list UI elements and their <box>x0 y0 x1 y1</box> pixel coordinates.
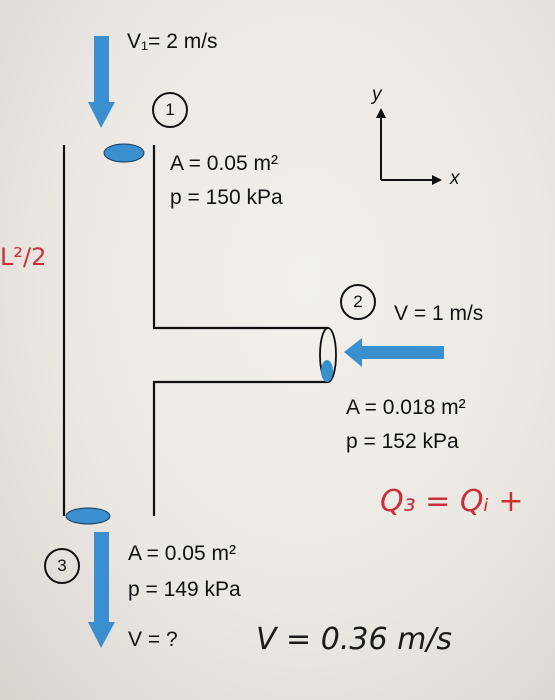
section1-pressure: p = 150 kPa <box>170 186 283 209</box>
section2-pressure: p = 152 kPa <box>346 430 459 453</box>
opening-1 <box>103 143 145 163</box>
opening-3 <box>65 507 111 525</box>
handwritten-margin-note: L²/2 <box>0 243 47 271</box>
coordinate-axes <box>376 108 442 185</box>
section3-pressure: p = 149 kPa <box>128 578 241 601</box>
section3-velocity: V = ? <box>128 628 178 651</box>
section2-number: 2 <box>340 284 376 320</box>
section1-area: A = 0.05 m² <box>170 152 278 175</box>
section3-area: A = 0.05 m² <box>128 542 236 565</box>
section1-velocity: V₁= 2 m/s <box>127 30 218 53</box>
section1-number: 1 <box>152 92 188 128</box>
opening-2 <box>319 327 337 383</box>
outlet-arrow-3 <box>88 532 115 648</box>
inlet-arrow-2 <box>344 338 444 367</box>
inlet-arrow-1 <box>88 36 115 128</box>
tee-pipe-outline <box>62 145 328 516</box>
y-axis-label: y <box>372 84 382 105</box>
section3-number: 3 <box>44 548 80 584</box>
section2-velocity: V = 1 m/s <box>394 302 484 325</box>
handwritten-flow-equation: Q₃ = Qᵢ + <box>380 484 524 519</box>
handwritten-answer: V = 0.36 m/s <box>256 622 453 657</box>
opening-2-fill <box>321 360 333 382</box>
section2-area: A = 0.018 m² <box>346 396 466 419</box>
x-axis-label: x <box>450 168 460 189</box>
